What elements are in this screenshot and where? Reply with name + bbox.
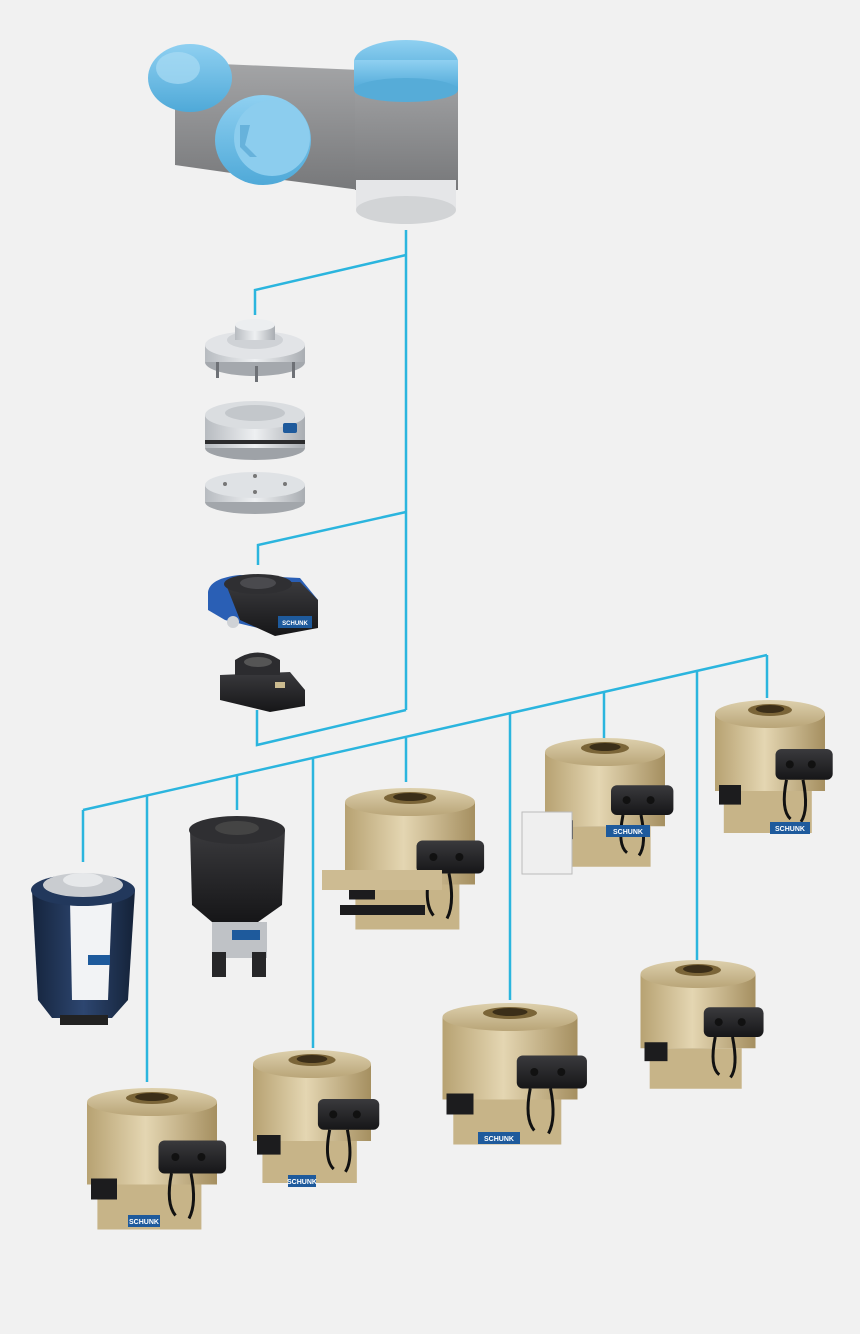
schunk-badge-label: SCHUNK	[775, 826, 805, 833]
branch-changer-return	[255, 708, 407, 747]
flange-adapter-plate-icon	[205, 319, 305, 382]
long-stroke-gripper-blue-icon: SCHUNK	[521, 738, 674, 875]
adapter-plate-icon	[205, 472, 305, 514]
vacuum-gripper-icon	[31, 873, 135, 1025]
parallel-gripper-small-icon	[189, 816, 285, 977]
lower-bus	[82, 653, 768, 812]
robot-arm-icon	[148, 40, 458, 224]
schunk-badge-label: SCHUNK	[613, 829, 643, 836]
force-torque-sensor-icon	[205, 401, 305, 460]
quick-change-head-icon: SCHUNK	[208, 574, 318, 636]
schunk-badge-label: SCHUNK	[484, 1136, 514, 1143]
connector-lines	[81, 230, 769, 1082]
gripper-bottom-left-icon: SCHUNK	[87, 1088, 227, 1230]
schunk-badge-label: SCHUNK	[129, 1219, 159, 1226]
gripper-right-top-icon: SCHUNK	[715, 700, 833, 834]
quick-change-adapter-icon	[220, 652, 305, 712]
gripper-bottom-right-icon	[640, 960, 764, 1089]
branch-adapter-stack	[253, 253, 407, 315]
gripper-bottom-center-icon: SCHUNK	[442, 1003, 587, 1145]
branch-tool-changer	[256, 510, 407, 565]
gold-grippers-group: SCHUNK SCHUNK SCHUNK SCHUNK SCHUNK	[87, 700, 833, 1230]
schunk-badge-label: SCHUNK	[282, 621, 308, 627]
compact-parallel-gripper-icon	[322, 788, 485, 930]
gripper-bottom-mid-icon: SCHUNK	[253, 1050, 380, 1187]
schunk-badge-label: SCHUNK	[287, 1179, 317, 1186]
